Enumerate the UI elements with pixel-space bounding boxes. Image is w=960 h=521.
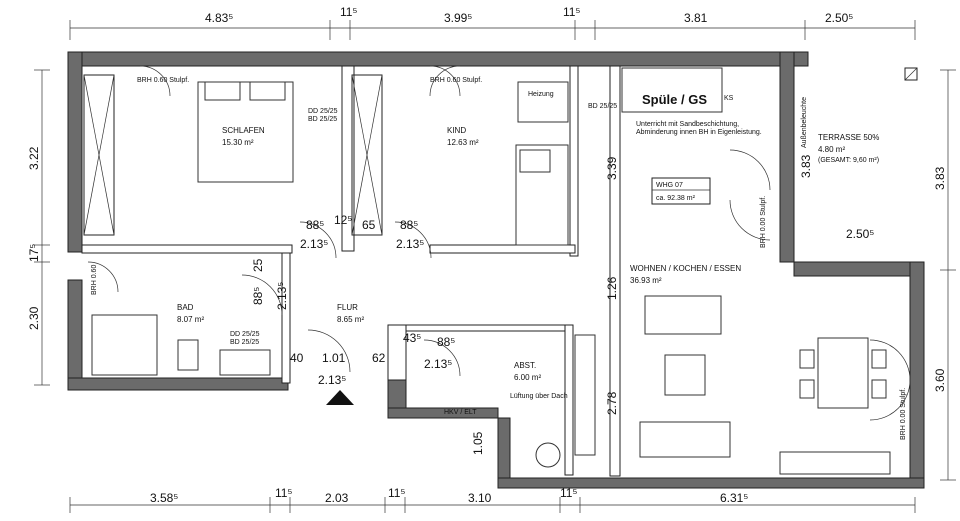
inner-dim-12: 12⁵: [334, 213, 352, 227]
room-terrasse-area: 4.80 m²: [818, 145, 845, 154]
inner-dim-65: 65: [362, 218, 376, 232]
dim-right-1: 3.83: [933, 166, 947, 190]
dd-note-3: DD 25/25: [230, 331, 260, 338]
whg-label: WHG 07: [656, 182, 683, 189]
furniture: Heizung: [91, 67, 891, 475]
inner-dim-88c: 88⁵: [251, 287, 265, 305]
inner-dim-213d: 2.13⁵: [318, 373, 346, 387]
brh-note-5: BRH 0.00 Stulpf.: [900, 388, 907, 440]
inner-dim-40: 40: [290, 351, 304, 365]
windows-doors: [83, 65, 918, 421]
inner-dim-3-83: 3.83: [799, 154, 813, 178]
inner-dim-101: 1.01: [322, 351, 346, 365]
inner-dim-1-26: 1.26: [605, 276, 619, 300]
dd-note-1: DD 25/25: [308, 108, 338, 115]
hkv-label: HKV / ELT: [444, 409, 477, 416]
dim-bottom-6: 11⁵: [560, 486, 577, 500]
right-dimension-chain: 3.83 3.60: [933, 69, 956, 481]
aussen-label: Außenbeleuchte: [801, 97, 808, 148]
plan-notes: Spüle / GS KS Unterricht mit Sandbeschic…: [91, 77, 907, 440]
whg-box: [651, 177, 711, 205]
bd-kitchen-note: BD 25/25: [588, 103, 617, 110]
inner-dim-25: 25: [251, 258, 265, 272]
room-terrasse-total: (GESAMT: 9,60 m²): [818, 157, 879, 164]
dd-note-4: BD 25/25: [230, 339, 259, 346]
room-abst-name: ABST.: [514, 361, 536, 370]
dim-left-3: 2.30: [27, 306, 41, 330]
dim-top-6: 2.50⁵: [825, 11, 853, 25]
dim-top-2: 11⁵: [340, 5, 357, 19]
dim-top-3: 3.99⁵: [444, 11, 472, 25]
dim-bottom-1: 3.58⁵: [150, 491, 178, 505]
inner-dim-1-05: 1.05: [471, 431, 485, 455]
inner-dim-2-78: 2.78: [605, 391, 619, 415]
inner-dim-88d: 88⁵: [437, 335, 455, 349]
room-wohnen-area: 36.93 m²: [630, 276, 662, 285]
dim-top-4: 11⁵: [563, 5, 580, 19]
luftung-label: Lüftung über Dach: [510, 393, 568, 400]
inner-dim-88a: 88⁵: [306, 218, 324, 232]
kitchen-note-1: Unterricht mit Sandbeschichtung,: [636, 121, 739, 128]
dim-top-1: 4.83⁵: [205, 11, 233, 25]
inner-dim-2-50: 2.50⁵: [846, 227, 874, 241]
dim-left-2: 17⁵: [27, 244, 41, 262]
inner-dim-213c: 2.13⁵: [275, 282, 289, 310]
inner-dim-213b: 2.13⁵: [396, 237, 424, 251]
inner-dimensions: 3.39 3.83 2.50⁵ 1.26 2.78 1.05 88⁵ 12⁵ 6…: [251, 154, 874, 455]
whg-area: ca. 92.38 m²: [656, 195, 696, 202]
ks-label: KS: [724, 95, 734, 102]
room-flur-name: FLUR: [337, 303, 358, 312]
entrance-arrow-icon: [326, 390, 354, 405]
room-schlafen-area: 15.30 m²: [222, 138, 254, 147]
inner-dim-213e: 2.13⁵: [424, 357, 452, 371]
brh-note-3: BRH 0.60: [91, 265, 98, 295]
heizung-label: Heizung: [528, 91, 554, 98]
walls: [67, 51, 925, 489]
kitchen-note-2: Abminderung innen BH in Eigenleistung.: [636, 129, 762, 136]
dim-bottom-5: 3.10: [468, 491, 492, 505]
room-kind-name: KIND: [447, 126, 466, 135]
room-abst-area: 6.00 m²: [514, 373, 541, 382]
top-dimension-chain: 4.83⁵ 11⁵ 3.99⁵ 11⁵ 3.81 2.50⁵: [69, 5, 916, 40]
room-wohnen-name: WOHNEN / KOCHEN / ESSEN: [630, 264, 741, 273]
dd-note-2: BD 25/25: [308, 116, 337, 123]
inner-dim-213a: 2.13⁵: [300, 237, 328, 251]
brh-note-1: BRH 0.60 Stulpf.: [137, 77, 189, 84]
room-bad-name: BAD: [177, 303, 194, 312]
dim-top-5: 3.81: [684, 11, 708, 25]
inner-dim-88b: 88⁵: [400, 218, 418, 232]
brh-note-2: BRH 0.60 Stulpf.: [430, 77, 482, 84]
room-schlafen-name: SCHLAFEN: [222, 126, 265, 135]
room-terrasse-name: TERRASSE 50%: [818, 133, 879, 142]
dim-right-2: 3.60: [933, 368, 947, 392]
dim-bottom-7: 6.31⁵: [720, 491, 748, 505]
bottom-dimension-chain: 3.58⁵ 11⁵ 2.03 11⁵ 3.10 11⁵ 6.31⁵: [69, 486, 916, 513]
room-bad-area: 8.07 m²: [177, 315, 204, 324]
room-labels: SCHLAFEN 15.30 m² KIND 12.63 m² BAD 8.07…: [177, 126, 879, 382]
dim-bottom-4: 11⁵: [388, 486, 405, 500]
inner-dim-62: 62: [372, 351, 386, 365]
room-kind-area: 12.63 m²: [447, 138, 479, 147]
left-dimension-chain: 3.22 17⁵ 2.30: [27, 69, 50, 386]
inner-dim-3-39: 3.39: [605, 156, 619, 180]
dim-bottom-3: 2.03: [325, 491, 349, 505]
brh-note-4: BRH 0.00 Stulpf.: [760, 196, 767, 248]
spuele-label: Spüle / GS: [642, 92, 707, 107]
room-flur-area: 8.65 m²: [337, 315, 364, 324]
dim-bottom-2: 11⁵: [275, 486, 292, 500]
inner-dim-43: 43⁵: [403, 331, 421, 345]
dim-left-1: 3.22: [27, 146, 41, 170]
